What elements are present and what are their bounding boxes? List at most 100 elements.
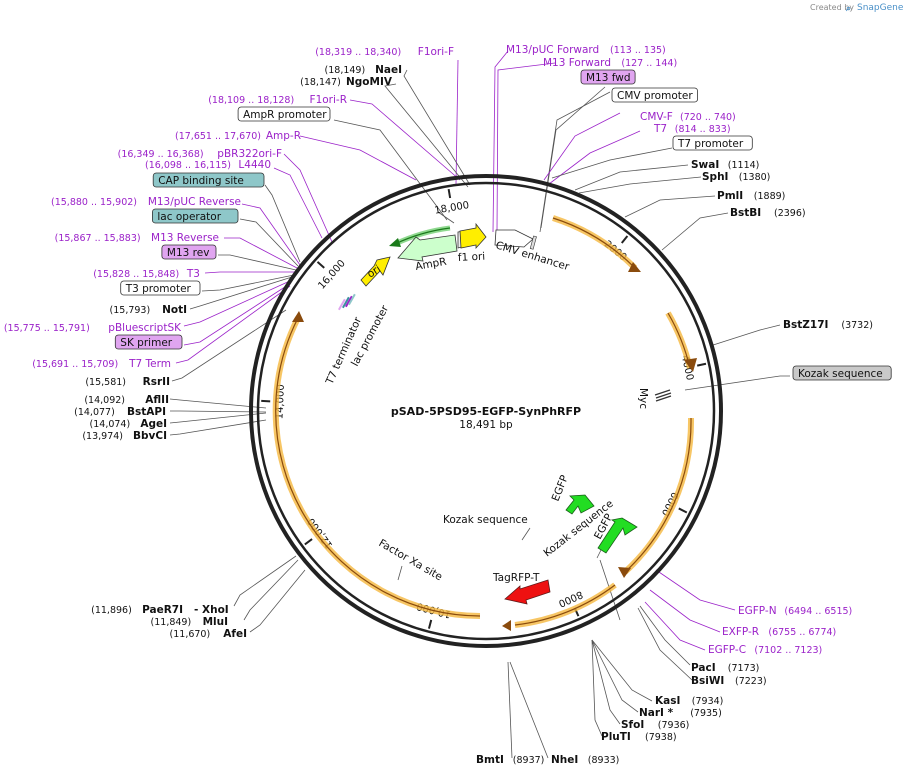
- feature-label-agei[interactable]: AgeI(14,074): [90, 418, 167, 430]
- enzyme-site-position: (14,092): [84, 395, 125, 406]
- feature-name: M13 rev: [167, 247, 210, 259]
- feature-label-afei[interactable]: AfeI(11,670): [170, 628, 247, 640]
- feature-label-t7[interactable]: T7(814 .. 833): [653, 123, 731, 135]
- feature-label-paer7i[interactable]: PaeR7I(11,896): [91, 604, 183, 616]
- feature-label-mlui[interactable]: MluI(11,849): [151, 616, 228, 628]
- primer-coordinates: (18,319 .. 18,340): [315, 47, 401, 58]
- feature-name: AmpR promoter: [243, 109, 327, 121]
- tick-label: 18,000: [434, 200, 470, 217]
- feature-label-sk-primer[interactable]: SK primer: [114, 334, 183, 350]
- kozak-label-a: Kozak sequence: [443, 514, 528, 526]
- enzyme-site-position: (1380): [739, 172, 771, 183]
- feature-name: M13 fwd: [586, 72, 631, 84]
- primer-coordinates: (113 .. 135): [610, 45, 666, 56]
- feature-label-aflii[interactable]: AflII(14,092): [84, 394, 169, 406]
- feature-label-xhoi[interactable]: - XhoI: [194, 604, 229, 616]
- enzyme-name: NgoMIV: [346, 76, 393, 88]
- feature-label-m13-fwd[interactable]: M13 fwd: [580, 69, 636, 85]
- primer-name: F1ori-R: [310, 94, 347, 106]
- feature-label-swai[interactable]: SwaI(1114): [691, 159, 759, 171]
- primer-coordinates: (6755 .. 6774): [768, 627, 836, 638]
- label-connector-lines: [169, 50, 790, 759]
- tick-mark: [447, 188, 452, 199]
- primer-name: L4440: [238, 159, 271, 171]
- feature-label-t3[interactable]: T3(15,828 .. 15,848): [93, 268, 200, 280]
- feature-label-f1ori-r[interactable]: F1ori-R(18,109 .. 18,128): [208, 94, 347, 106]
- feature-label-m13-rev[interactable]: M13 rev: [161, 244, 217, 260]
- feature-label-box: [611, 87, 698, 103]
- feature-label-sfoi[interactable]: SfoI(7936): [621, 719, 689, 731]
- enzyme-site-position: (11,849): [151, 617, 192, 628]
- feature-label-lac-operator[interactable]: lac operator: [151, 208, 239, 224]
- enzyme-site-position: (15,793): [110, 305, 151, 316]
- feature-label-egfp-n[interactable]: EGFP-N(6494 .. 6515): [738, 605, 852, 617]
- enzyme-site-position: (2396): [774, 208, 806, 219]
- feature-label-box: [161, 244, 217, 260]
- feature-label-kasi[interactable]: KasI(7934): [655, 695, 723, 707]
- enzyme-site-position: (7936): [658, 720, 690, 731]
- enzyme-name: PaeR7I: [142, 604, 183, 616]
- feature-label-bsiwi[interactable]: BsiWI (7223): [691, 675, 767, 687]
- feature-label-noti[interactable]: NotI(15,793): [110, 304, 187, 316]
- enzyme-site-position: (7223): [735, 676, 767, 687]
- feature-label-l4440[interactable]: L4440(16,098 .. 16,115): [145, 159, 271, 171]
- feature-label-cmv-f[interactable]: CMV-F(720 .. 740): [640, 111, 736, 123]
- enzyme-site-position: (8937): [513, 755, 545, 766]
- feature-label-ampr-promoter[interactable]: AmpR promoter: [237, 106, 331, 122]
- primer-name: T7: [653, 123, 667, 135]
- feature-label-naei[interactable]: NaeI(18,149): [325, 64, 402, 76]
- primer-coordinates: (15,691 .. 15,709): [32, 359, 118, 370]
- feature-label-f1ori-f[interactable]: F1ori-F(18,319 .. 18,340): [315, 46, 454, 58]
- enzyme-site-position: (7935): [690, 708, 722, 719]
- feature-label-bstapi[interactable]: BstAPI(14,077): [74, 406, 166, 418]
- cmv-enhancer-feature-icon: [494, 229, 534, 248]
- tagrfp-feature-icon: [504, 579, 551, 605]
- snapgene-watermark: Created by ⌕ SnapGene: [810, 3, 904, 14]
- feature-label-m13puc-fwd[interactable]: M13/pUC Forward(113 .. 135): [506, 44, 666, 56]
- feature-label-box: [672, 135, 753, 151]
- enzyme-name: BstBI: [730, 207, 761, 219]
- feature-label-bstbi[interactable]: BstBI (2396): [730, 207, 806, 219]
- enzyme-name: PacI: [691, 662, 716, 674]
- feature-label-kozak-box[interactable]: Kozak sequence: [792, 365, 892, 381]
- ori-feature-icon: [360, 256, 391, 287]
- feature-label-m13-forward[interactable]: M13 Forward(127 .. 144): [543, 57, 677, 69]
- feature-label-exfp-r[interactable]: EXFP-R(6755 .. 6774): [722, 626, 836, 638]
- primer-name: M13 Forward: [543, 57, 611, 69]
- feature-label-m13-reverse[interactable]: M13 Reverse(15,867 .. 15,883): [55, 232, 219, 244]
- feature-label-cmv-promoter[interactable]: CMV promoter: [611, 87, 698, 103]
- feature-label-box: [237, 106, 331, 122]
- feature-label-box: [152, 172, 265, 188]
- feature-label-pmli[interactable]: PmlI(1889): [717, 190, 785, 202]
- feature-label-pbr322ori-f[interactable]: pBR322ori-F(16,349 .. 16,368): [118, 148, 282, 160]
- enzyme-name: BsiWI: [691, 675, 724, 687]
- feature-label-cap[interactable]: CAP binding site: [152, 172, 265, 188]
- primer-name: M13 Reverse: [151, 232, 219, 244]
- feature-label-egfp-c[interactable]: EGFP-C(7102 .. 7123): [708, 644, 822, 656]
- feature-label-paci[interactable]: PacI(7173): [691, 662, 759, 674]
- enzyme-site-position: (8933): [588, 755, 620, 766]
- feature-name: Kozak sequence: [798, 368, 883, 380]
- feature-label-sphi[interactable]: SphI(1380): [702, 171, 770, 183]
- feature-label-box: [114, 334, 183, 350]
- feature-label-nhei[interactable]: NheI(8933): [551, 754, 619, 766]
- feature-label-bbvci[interactable]: BbvCI(13,974): [82, 430, 167, 442]
- feature-label-rsrii[interactable]: RsrII(15,581): [85, 376, 170, 388]
- enzyme-name: BbvCI: [133, 430, 167, 442]
- primer-coordinates: (17,651 .. 17,670): [175, 131, 261, 142]
- primer-coordinates: (15,775 .. 15,791): [4, 323, 90, 334]
- feature-label-nari[interactable]: NarI *(7935): [639, 707, 722, 719]
- primer-name: T3: [186, 268, 200, 280]
- plasmid-title-block: pSAD-5PSD95-EGFP-SynPhRFP 18,491 bp: [391, 405, 581, 431]
- plasmid-name: pSAD-5PSD95-EGFP-SynPhRFP: [391, 405, 581, 418]
- feature-label-t7-promoter[interactable]: T7 promoter: [672, 135, 753, 151]
- feature-label-t7-term[interactable]: T7 Term(15,691 .. 15,709): [32, 358, 171, 370]
- feature-label-pluti[interactable]: PluTI(7938): [601, 731, 677, 743]
- feature-label-ngomiv[interactable]: NgoMIV(18,147): [300, 76, 393, 88]
- feature-label-t3-promoter[interactable]: T3 promoter: [120, 280, 201, 296]
- feature-label-pbluescriptsk[interactable]: pBluescriptSK(15,775 .. 15,791): [4, 322, 182, 334]
- feature-label-m13puc-rev[interactable]: M13/pUC Reverse(15,880 .. 15,902): [51, 196, 241, 208]
- feature-label-bstz17i[interactable]: BstZ17I(3732): [783, 319, 873, 331]
- feature-label-bmti[interactable]: BmtI(8937): [476, 754, 544, 766]
- feature-label-amp-r[interactable]: Amp-R(17,651 .. 17,670): [175, 130, 301, 142]
